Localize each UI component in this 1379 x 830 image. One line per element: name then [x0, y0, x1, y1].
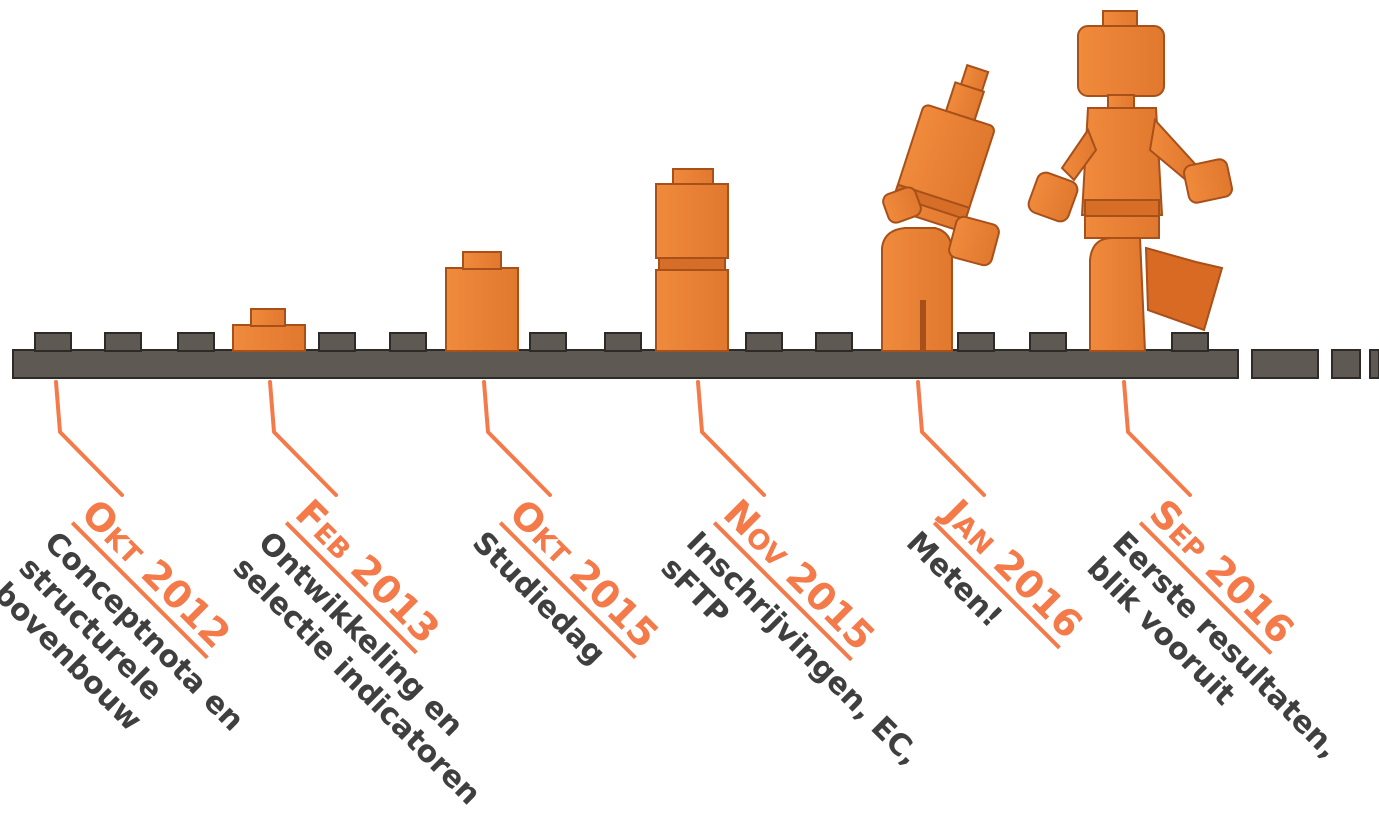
bending-minifigure: [881, 63, 1000, 352]
baseplate: [12, 349, 1379, 379]
baseplate-stud: [318, 332, 356, 352]
single-brick-figure: [445, 251, 519, 352]
flat-plate-figure: [232, 308, 306, 352]
baseplate-stud: [177, 332, 215, 352]
baseplate-stud: [957, 332, 995, 352]
baseplate-stud: [1029, 332, 1067, 352]
connector-line: [916, 380, 986, 497]
baseplate-stud: [529, 332, 567, 352]
connector-line: [482, 380, 552, 497]
connector-line: [268, 380, 338, 497]
connector-line: [54, 380, 124, 497]
walking-minifigure: [1027, 10, 1233, 352]
baseplate-studs: [34, 332, 1209, 352]
baseplate-stud: [815, 332, 853, 352]
connector-lines: [54, 380, 1192, 497]
baseplate-stud: [34, 332, 72, 352]
baseplate-stud: [745, 332, 783, 352]
baseplate-stud: [104, 332, 142, 352]
connector-line: [1122, 380, 1192, 497]
connector-line: [696, 380, 766, 497]
baseplate-stud: [1171, 332, 1209, 352]
stacked-brick-figure: [655, 168, 729, 352]
baseplate-stud: [389, 332, 427, 352]
baseplate-stud: [604, 332, 642, 352]
